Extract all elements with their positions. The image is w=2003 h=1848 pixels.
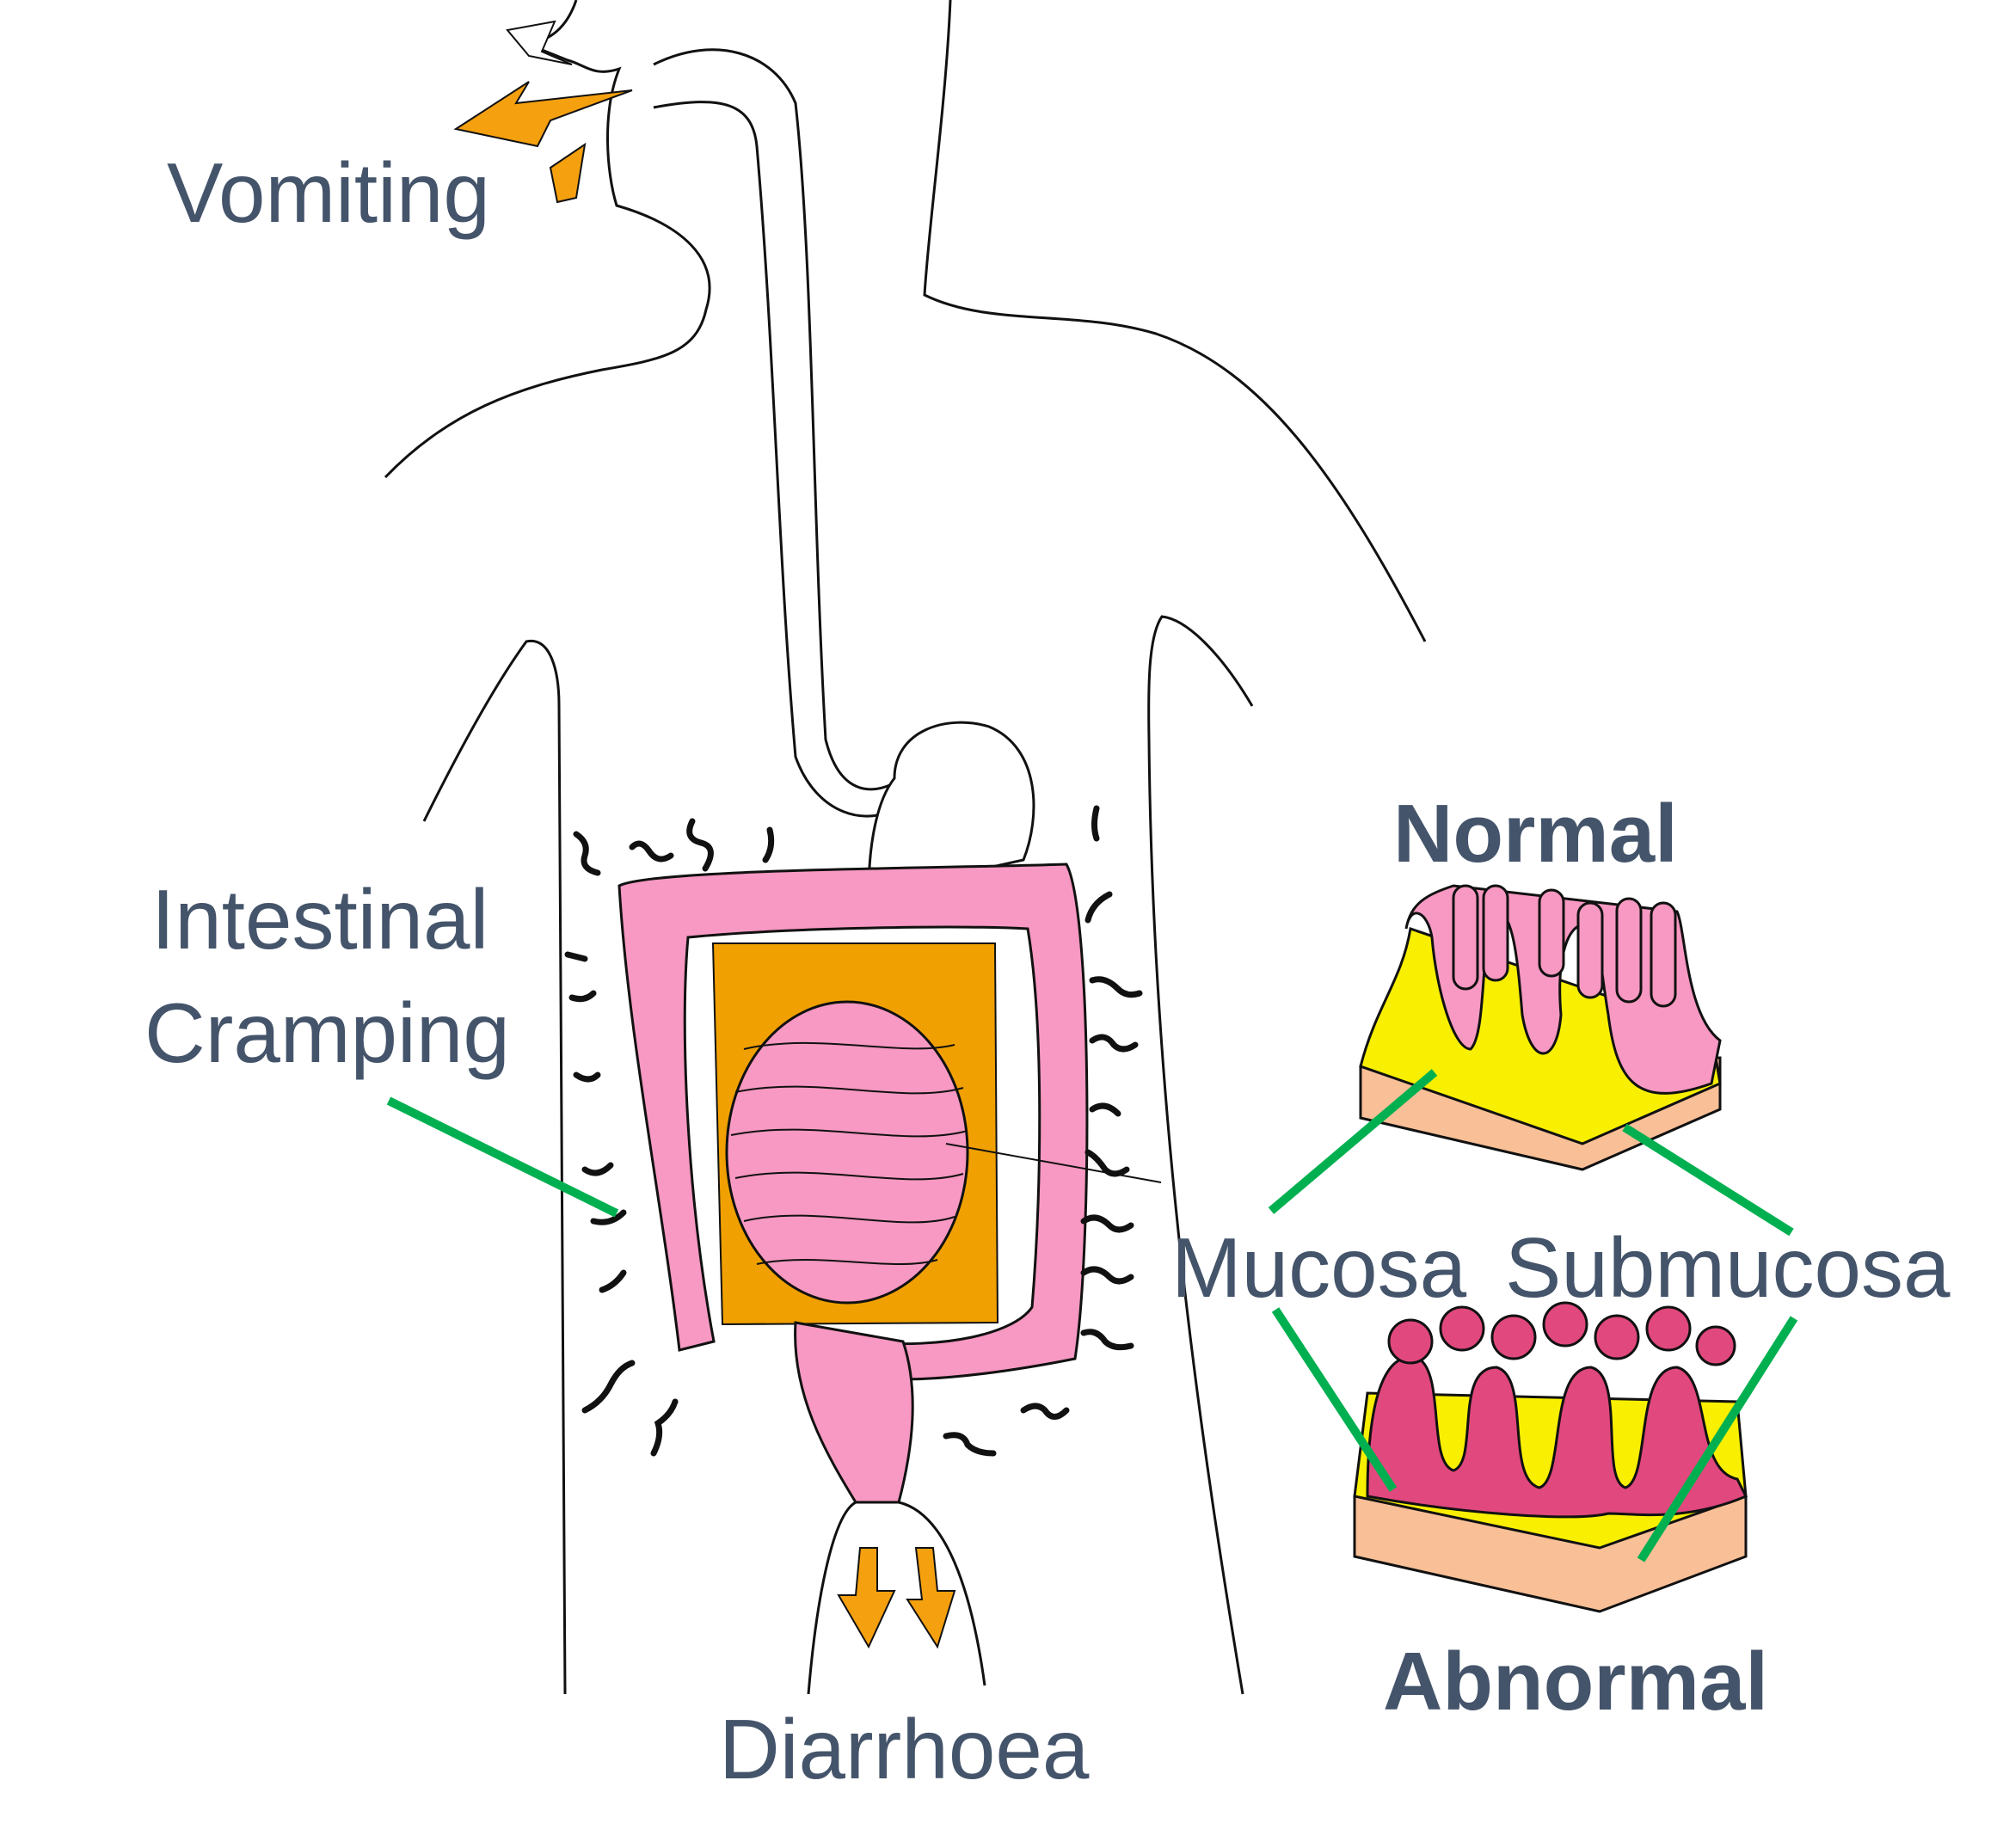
stomach (867, 721, 1035, 896)
mucosa-label: Mucosa (1171, 1220, 1467, 1315)
diarrhoea-label: Diarrhoea (719, 1702, 1090, 1796)
submucosa-label: Submucosa (1505, 1220, 1951, 1315)
cramping-label-line2: Cramping (144, 985, 510, 1080)
colon (617, 863, 1162, 1504)
body-outline (384, 0, 1427, 1695)
diarrhoea-arrows (837, 1547, 956, 1649)
cramp-squiggles (564, 805, 1143, 1457)
normal-label: Normal (1393, 788, 1678, 880)
abnormal-tissue-illustration (1353, 1301, 1748, 1613)
normal-tissue-illustration (1359, 884, 1722, 1171)
cramping-label-line1: Intestinal (151, 872, 489, 967)
normal-submucosa-leader-line (1622, 1123, 1794, 1237)
vomit-arrow (453, 20, 633, 204)
abnormal-mucosa-leader-line (1271, 1307, 1398, 1492)
normal-mucosa-leader-line (1268, 1069, 1438, 1214)
leader-lines (386, 1069, 1798, 1563)
vomiting-label: Vomiting (167, 145, 490, 240)
abnormal-label: Abnormal (1383, 1636, 1769, 1728)
cramping-leader-line (386, 1096, 619, 1218)
abnormal-submucosa-leader-line (1637, 1316, 1798, 1563)
